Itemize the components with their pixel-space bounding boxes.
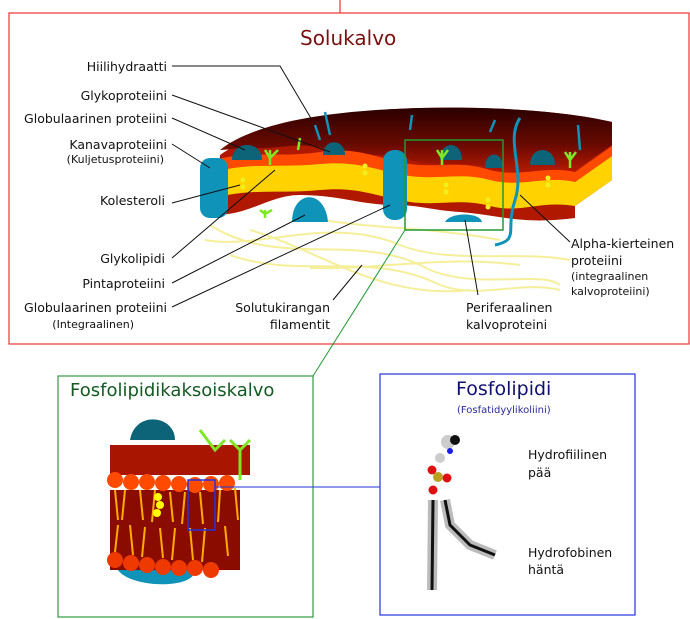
bilayer-frame	[57, 375, 314, 618]
membrane-frame	[8, 12, 690, 345]
label-cholesterol: Kolesteroli	[100, 193, 165, 208]
label-alpha-sub1: (integraalinen	[571, 270, 649, 283]
label-cytoskeleton-line2: filamentit	[269, 317, 330, 332]
label-cytoskeleton-line1: Solutukirangan	[235, 300, 330, 315]
phospholipid-title: Fosfolipidi	[456, 378, 552, 400]
label-globular-protein: Globulaarinen proteiini	[24, 111, 167, 126]
phospholipid-subtitle: (Fosfatidyylikoliini)	[457, 405, 551, 416]
label-channel-protein: Kanavaproteiini	[69, 137, 167, 152]
zoom-connector-line	[312, 229, 406, 377]
peripheral-protein	[445, 214, 482, 222]
cholesterol-molecules	[240, 163, 551, 210]
membrane-proteins	[200, 111, 582, 247]
alpha-helix-protein	[494, 117, 522, 247]
label-peripheral-line1: Periferaalinen	[466, 300, 553, 315]
cytoskeleton-filaments	[204, 214, 571, 293]
label-head-line2: pää	[528, 465, 552, 480]
bilayer-zoom-rect	[187, 479, 216, 531]
leader-lines	[171, 65, 571, 308]
label-peripheral-line2: kalvoproteini	[466, 317, 548, 332]
globular-protein	[232, 145, 262, 160]
label-tail-line2: häntä	[528, 562, 565, 577]
phospholipid-frame	[379, 373, 636, 616]
label-glycolipid: Glykolipidi	[100, 251, 165, 266]
integral-globular-protein	[383, 150, 407, 220]
phospholipid-molecule	[427, 435, 497, 591]
label-alpha-line2: proteiini	[571, 253, 623, 268]
membrane-title: Solukalvo	[300, 26, 397, 50]
channel-protein	[200, 158, 228, 218]
label-alpha-line1: Alpha-kierteinen	[571, 236, 675, 251]
label-surface-protein: Pintaproteiini	[82, 276, 165, 291]
label-head-line1: Hydrofiilinen	[528, 447, 608, 462]
bilayer-illustration	[107, 419, 252, 585]
zoom-region-rect	[404, 139, 504, 231]
label-integral-globular-protein-sub: (Integraalinen)	[52, 318, 134, 331]
glycolipids-and-cholesterol	[259, 137, 577, 218]
label-channel-protein-sub: (Kuljetusproteiini)	[66, 153, 164, 166]
label-carbohydrate: Hiilihydraatti	[86, 59, 167, 74]
label-glycoprotein: Glykoproteiini	[80, 88, 167, 103]
label-alpha-sub2: kalvoproteiini)	[571, 285, 650, 298]
label-tail-line1: Hydrofobinen	[528, 545, 613, 560]
bilayer-title: Fosfolipidikaksoiskalvo	[70, 380, 275, 401]
label-integral-globular-protein: Globulaarinen proteiini	[24, 300, 167, 315]
surface-protein	[292, 197, 328, 222]
